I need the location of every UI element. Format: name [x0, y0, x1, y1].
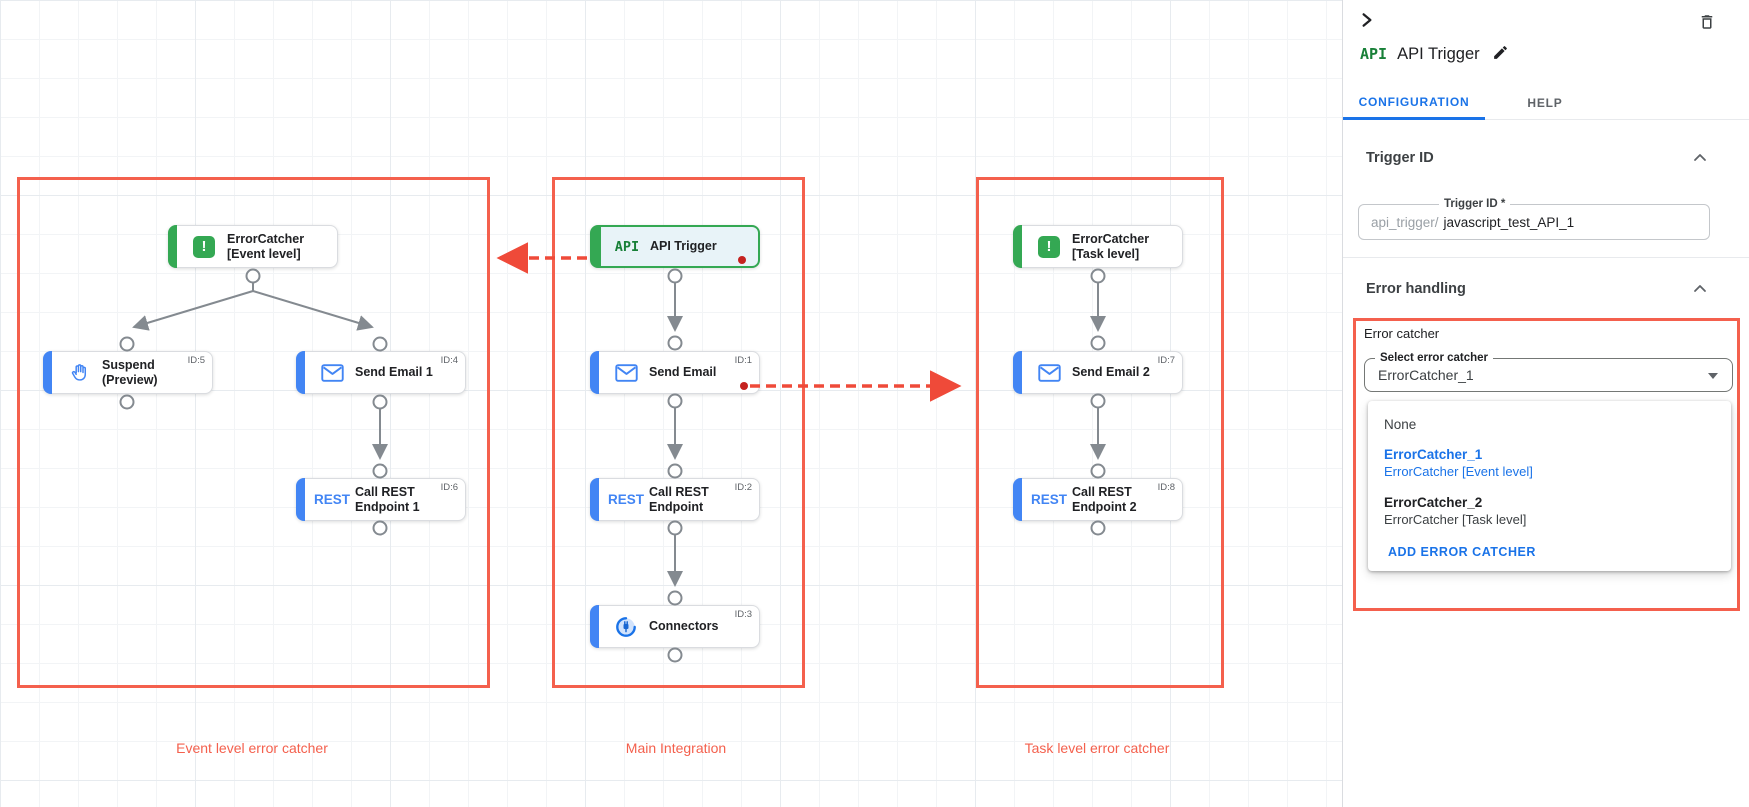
node-label: Call REST Endpoint — [649, 484, 709, 514]
chevron-right-icon — [1362, 13, 1372, 27]
node-id-badge: ID:2 — [734, 482, 752, 493]
api-trigger-node[interactable]: API API Trigger — [590, 225, 760, 268]
node-accent-bar — [591, 226, 601, 267]
node-label: ErrorCatcher [Task level] — [1072, 231, 1150, 261]
node-accent-bar — [1013, 351, 1022, 394]
collapse-error-handling-section[interactable] — [1693, 282, 1707, 301]
api-icon: API — [614, 238, 640, 255]
node-accent-bar — [1013, 225, 1022, 268]
dropdown-option-none[interactable]: None — [1384, 417, 1417, 432]
option-title: ErrorCatcher_1 — [1384, 447, 1483, 462]
dropdown-caret-icon — [1708, 373, 1718, 379]
option-title: ErrorCatcher_2 — [1384, 495, 1483, 510]
node-accent-bar — [168, 225, 177, 268]
rest-icon: REST — [1030, 492, 1067, 507]
chevron-up-icon — [1694, 154, 1706, 161]
node-accent-bar — [590, 478, 599, 521]
node-accent-bar — [296, 478, 305, 521]
task-level-group-box — [976, 177, 1224, 688]
trigger-id-value: javascript_test_API_1 — [1443, 214, 1575, 230]
task-level-group-label: Task level error catcher — [1024, 740, 1170, 756]
error-icon: ! — [185, 235, 223, 258]
send-email-node[interactable]: Send Email ID:1 — [590, 351, 760, 394]
edit-title-button[interactable] — [1492, 44, 1509, 64]
rest-icon: REST — [607, 492, 644, 507]
error-handling-section-heading[interactable]: Error handling — [1366, 281, 1466, 297]
node-label: Send Email 1 — [355, 365, 433, 379]
send-email-2-node[interactable]: Send Email 2 ID:7 — [1013, 351, 1183, 394]
node-label: ErrorCatcher [Event level] — [227, 231, 305, 261]
node-accent-bar — [590, 351, 599, 394]
node-accent-bar — [296, 351, 305, 394]
node-id-badge: ID:6 — [440, 482, 458, 493]
api-trigger-icon: API — [1360, 45, 1388, 63]
trash-icon — [1701, 15, 1713, 29]
config-side-panel: API API Trigger CONFIGURATION HELP Trigg… — [1342, 0, 1749, 807]
node-id-badge: ID:5 — [187, 355, 205, 366]
integration-canvas[interactable]: Event level error catcher Main Integrati… — [0, 0, 1342, 807]
error-catcher-select-label: Select error catcher — [1375, 351, 1494, 365]
node-accent-bar — [590, 605, 599, 648]
error-catcher-group-label: Error catcher — [1364, 326, 1440, 341]
node-id-badge: ID:4 — [440, 355, 458, 366]
connectors-node[interactable]: Connectors ID:3 — [590, 605, 760, 648]
call-rest-endpoint-node[interactable]: REST Call REST Endpoint ID:2 — [590, 478, 760, 521]
option-detail: ErrorCatcher [Event level] — [1384, 464, 1533, 479]
errorcatcher-event-node[interactable]: !ErrorCatcher [Event level] — [168, 225, 338, 268]
node-label: Send Email 2 — [1072, 365, 1150, 379]
call-rest-endpoint-1-node[interactable]: REST Call REST Endpoint 1 ID:6 — [296, 478, 466, 521]
trigger-id-prefix: api_trigger/ — [1371, 214, 1439, 230]
connectors-icon — [607, 616, 645, 638]
event-level-group-label: Event level error catcher — [176, 740, 328, 756]
error-icon: ! — [1030, 235, 1068, 258]
delete-trigger-button[interactable] — [1698, 13, 1716, 34]
node-label: Call REST Endpoint 2 — [1072, 484, 1137, 514]
main-integration-group-label: Main Integration — [625, 740, 727, 756]
node-label: Suspend (Preview) — [102, 357, 158, 387]
email-icon — [607, 363, 645, 382]
tab-configuration[interactable]: CONFIGURATION — [1343, 86, 1485, 120]
call-rest-endpoint-2-node[interactable]: REST Call REST Endpoint 2 ID:8 — [1013, 478, 1183, 521]
pencil-icon — [1493, 46, 1507, 59]
node-id-badge: ID:7 — [1157, 355, 1175, 366]
node-id-badge: ID:3 — [734, 609, 752, 620]
node-id-badge: ID:1 — [734, 355, 752, 366]
event-level-group-box — [17, 177, 490, 688]
node-label: Send Email — [649, 365, 717, 379]
node-label: Connectors — [649, 619, 719, 633]
chevron-up-icon — [1694, 285, 1706, 292]
trigger-id-section-heading[interactable]: Trigger ID — [1366, 150, 1434, 166]
error-catcher-highlight-box — [1353, 318, 1740, 611]
email-icon — [1030, 363, 1068, 382]
tab-help[interactable]: HELP — [1527, 96, 1563, 110]
option-detail: ErrorCatcher [Task level] — [1384, 512, 1527, 527]
hand-icon — [60, 362, 98, 383]
suspend-node[interactable]: Suspend (Preview) ID:5 — [43, 351, 213, 394]
panel-title: API Trigger — [1397, 44, 1480, 63]
trigger-id-field[interactable]: Trigger ID * api_trigger/ javascript_tes… — [1358, 197, 1710, 240]
collapse-panel-button[interactable] — [1358, 11, 1376, 32]
error-catcher-select[interactable]: Select error catcher ErrorCatcher_1 — [1364, 351, 1733, 392]
node-accent-bar — [1013, 478, 1022, 521]
email-icon — [313, 363, 351, 382]
node-label: Call REST Endpoint 1 — [355, 484, 420, 514]
collapse-trigger-id-section[interactable] — [1693, 151, 1707, 170]
main-integration-group-box — [552, 177, 805, 688]
send-email-1-node[interactable]: Send Email 1 ID:4 — [296, 351, 466, 394]
panel-header: API API Trigger — [1360, 44, 1509, 64]
node-label: API Trigger — [650, 239, 717, 253]
error-catcher-select-value: ErrorCatcher_1 — [1378, 367, 1474, 383]
rest-icon: REST — [313, 492, 350, 507]
errorcatcher-task-node[interactable]: !ErrorCatcher [Task level] — [1013, 225, 1183, 268]
node-id-badge: ID:8 — [1157, 482, 1175, 493]
trigger-id-field-label: Trigger ID * — [1439, 197, 1511, 211]
section-divider — [1343, 257, 1749, 258]
add-error-catcher-button[interactable]: ADD ERROR CATCHER — [1388, 545, 1536, 559]
panel-tabbar: CONFIGURATION HELP — [1343, 86, 1749, 120]
node-accent-bar — [43, 351, 52, 394]
